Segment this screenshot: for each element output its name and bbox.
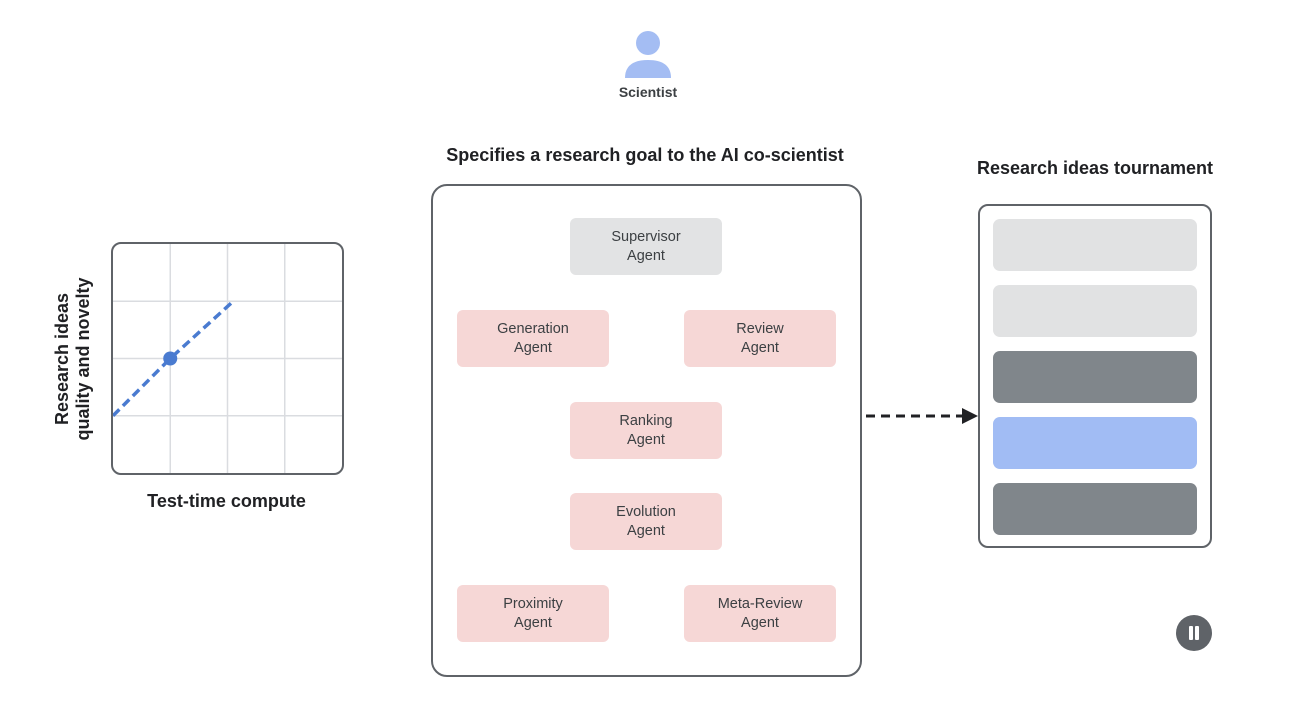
tournament-panel [978,204,1212,548]
chart-y-axis-label-line-2: quality and novelty [73,277,93,441]
idea-bar [993,483,1197,535]
agent-suffix: Agent [741,614,779,631]
agent-name: Evolution [616,503,676,520]
agent-suffix: Agent [627,247,665,264]
idea-bar [993,285,1197,337]
agent-name: Proximity [503,595,563,612]
agent-suffix: Agent [514,614,552,631]
chart-x-axis-label: Test-time compute [147,491,306,511]
pause-button[interactable] [1176,615,1212,651]
chart-panel [111,242,344,475]
agent-suffix: Agent [627,522,665,539]
tournament-title: Research ideas tournament [976,158,1214,178]
idea-bar [993,417,1197,469]
chart-y-axis-label: Research ideas quality and novelty [52,199,94,519]
agent-name: Generation [497,320,569,337]
agent-suffix: Agent [514,339,552,356]
goal-title: Specifies a research goal to the AI co-s… [446,145,844,165]
agent-suffix: Agent [741,339,779,356]
agent-suffix: Agent [627,431,665,448]
agent-name: Ranking [619,412,673,429]
idea-bar [993,219,1197,271]
scientist-icon [623,30,673,82]
idea-bar [993,351,1197,403]
flow-arrow [864,404,982,428]
agent-name: Supervisor [611,228,681,245]
chart-plot [113,244,342,473]
scientist-label: Scientist [618,84,678,100]
agent-name: Meta-Review [717,595,803,612]
highlight-point [163,351,178,366]
agent-name: Review [736,320,784,337]
chart-y-axis-label-line-1: Research ideas [52,292,72,426]
